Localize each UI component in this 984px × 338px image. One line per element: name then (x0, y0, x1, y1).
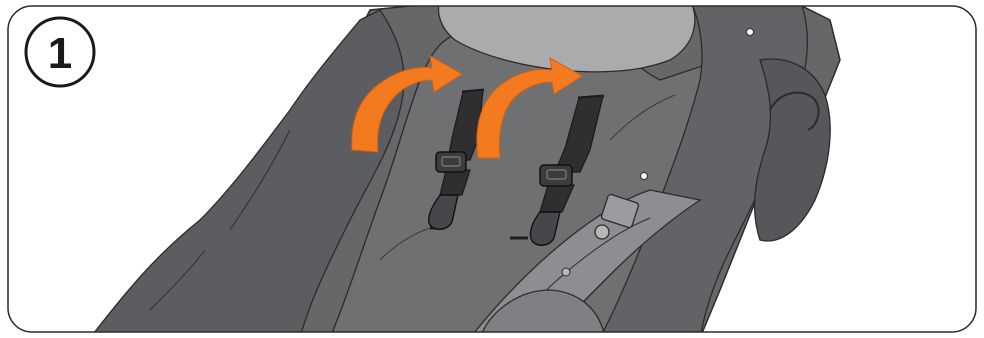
illustration-content (90, 0, 840, 338)
step-badge: 1 (26, 18, 94, 86)
buckle-adjuster-right (540, 165, 572, 186)
buckle-adjuster-left (436, 152, 466, 172)
rivet (747, 29, 754, 36)
hinge-bolt (595, 225, 609, 239)
step-number: 1 (48, 29, 72, 78)
hinge-bolt-small (562, 268, 570, 276)
rivet (641, 173, 648, 180)
